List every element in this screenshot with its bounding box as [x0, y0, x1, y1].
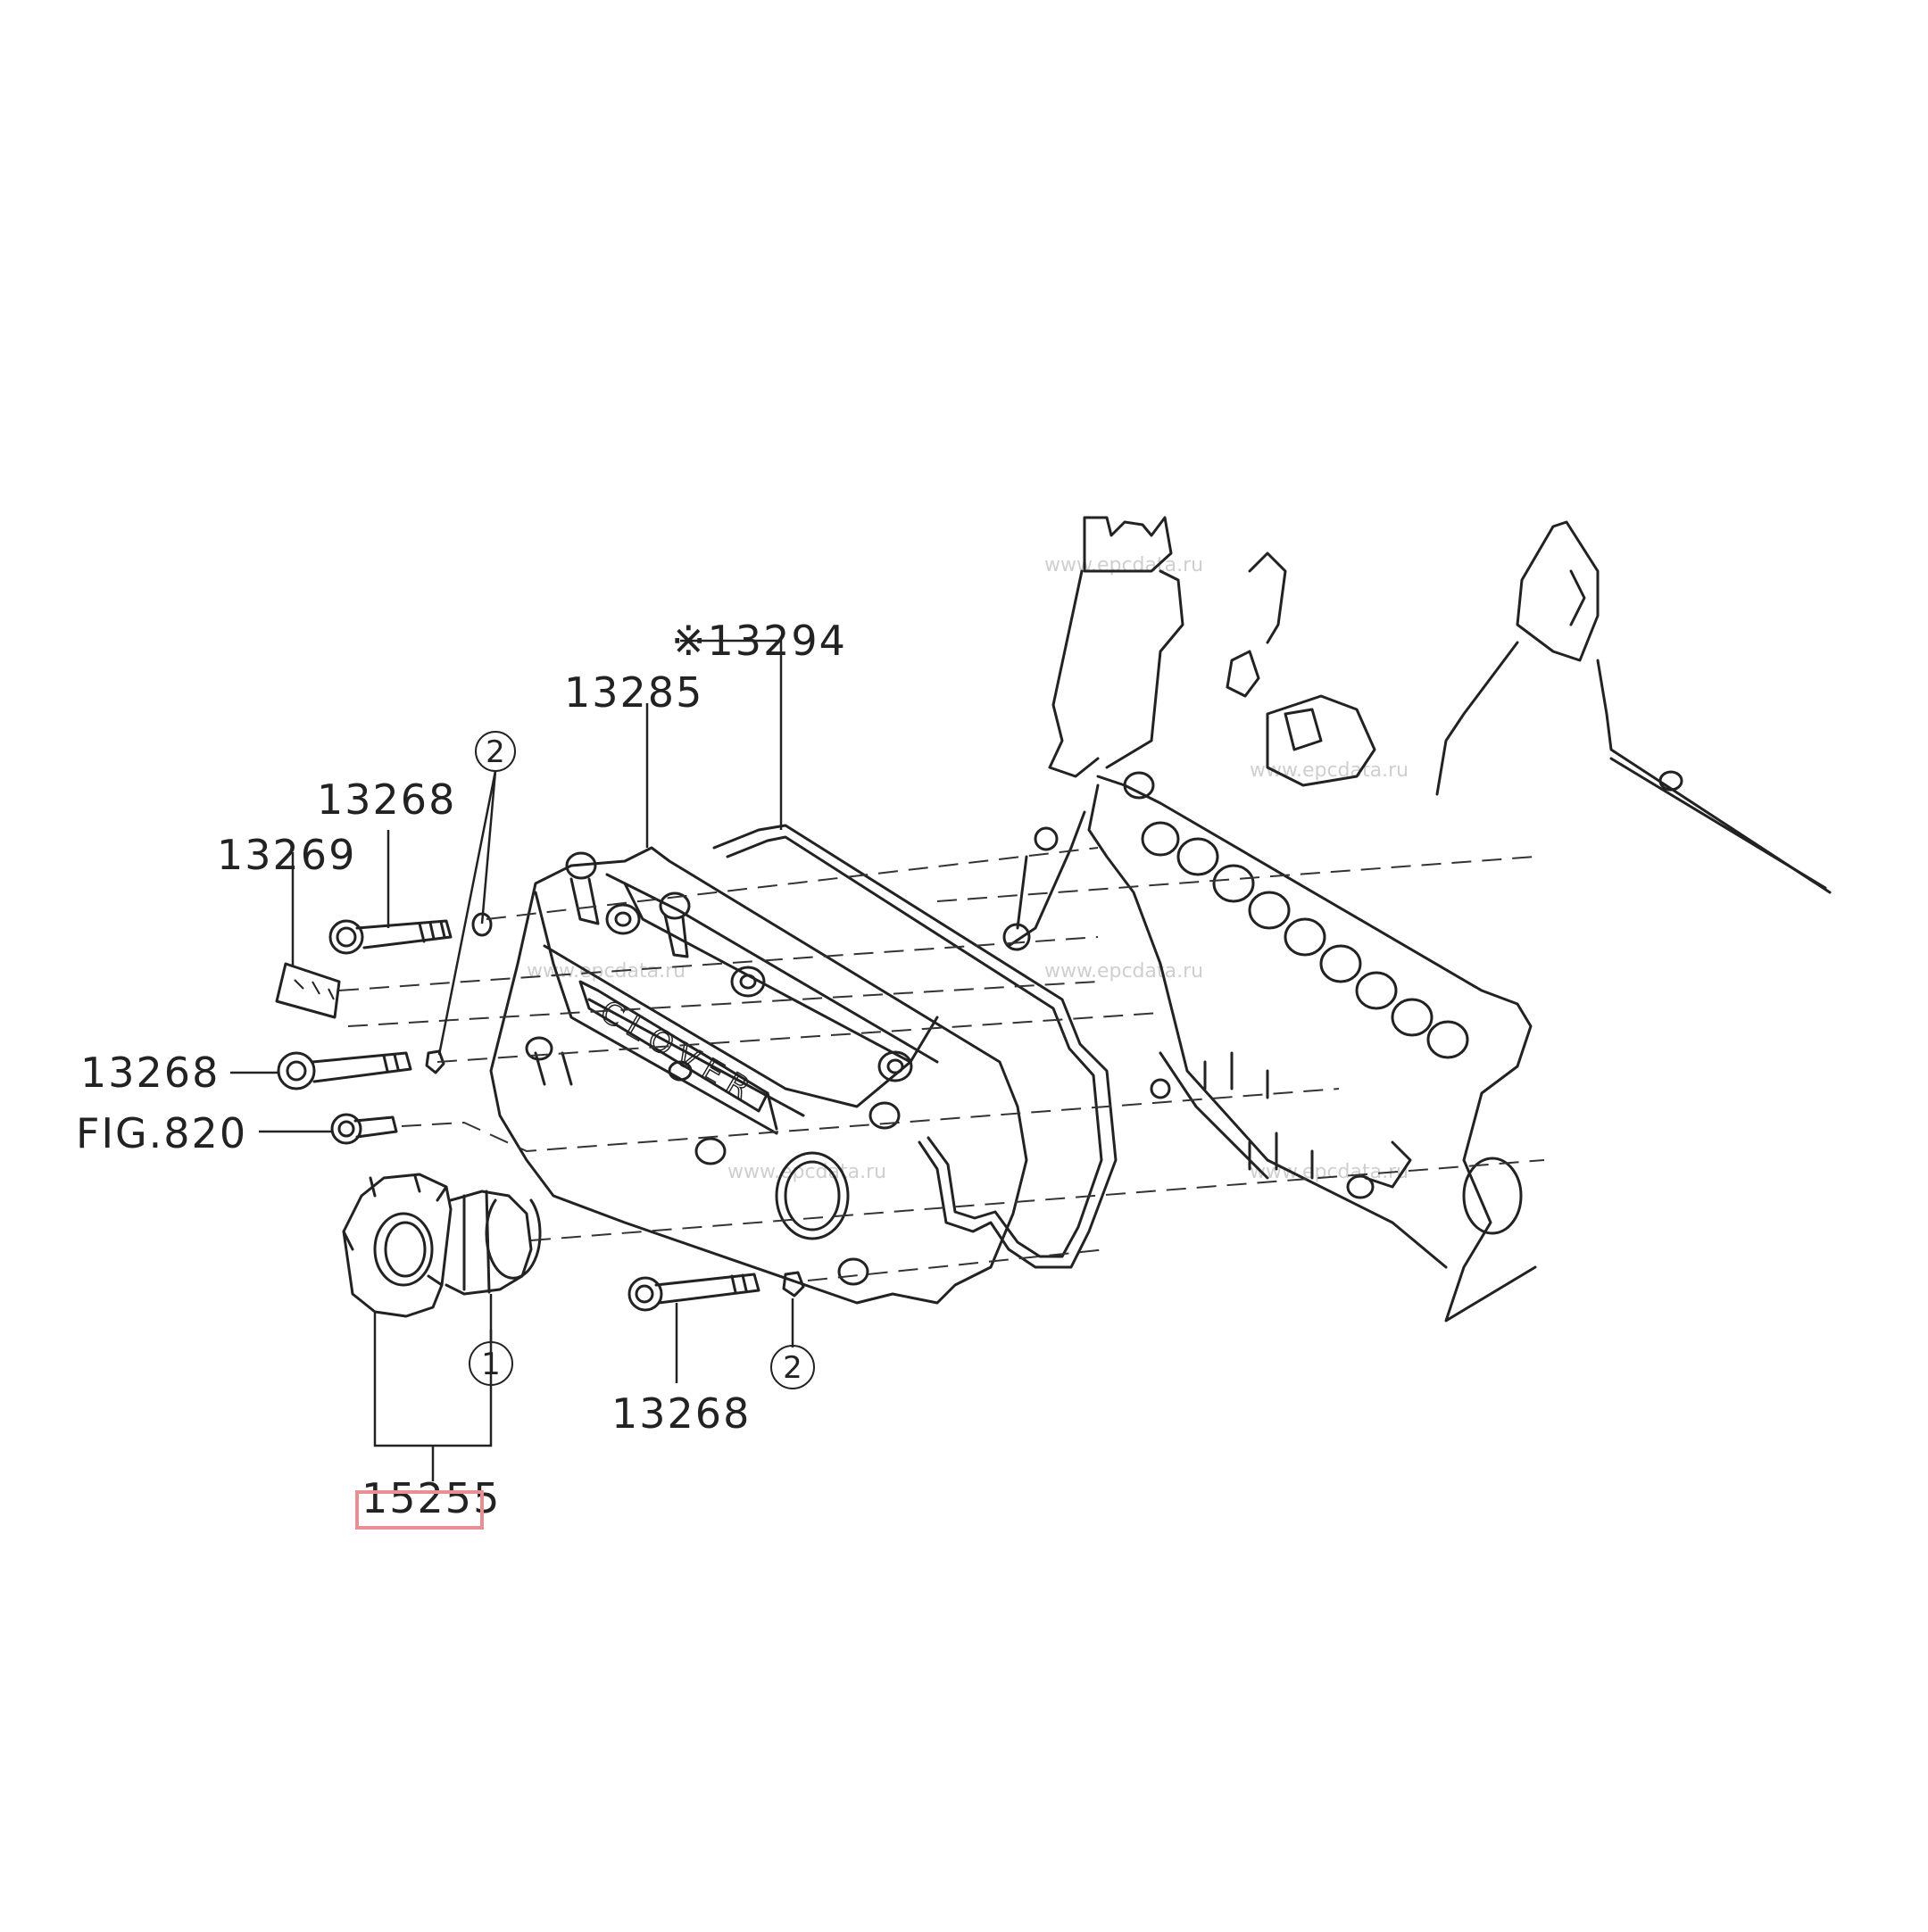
- highlight-box-15255: [355, 1490, 484, 1530]
- valve-cover-drawing: CLOVER: [489, 846, 1028, 1305]
- bolt-fig820: [330, 1113, 398, 1145]
- watermark-text: www.epcdata.ru: [1044, 960, 1203, 983]
- circled-index-1: 1: [469, 1341, 513, 1386]
- washer-2-mid: [425, 1049, 445, 1074]
- cover-clover-text: CLOVER: [594, 993, 764, 1112]
- callout-13268-mid[interactable]: 13268: [80, 1049, 220, 1097]
- watermark-text: www.epcdata.ru: [527, 960, 686, 983]
- washer-2-bottom: [782, 1271, 805, 1298]
- callout-13294[interactable]: ※13294: [671, 617, 847, 665]
- bolt-13268-top: [328, 919, 453, 955]
- callout-15255[interactable]: 15255: [362, 1474, 501, 1522]
- callout-13269[interactable]: 13269: [217, 831, 356, 879]
- watermark-text: www.epcdata.ru: [727, 1161, 886, 1183]
- cover-clover-logo: CLOVER: [594, 992, 764, 1112]
- label-plate-13269: [275, 962, 341, 1019]
- circled-index-2-bottom: 2: [770, 1345, 815, 1389]
- oil-filler-cap-drawing: [342, 1173, 542, 1318]
- circled-index-2-top: 2: [475, 731, 516, 772]
- engine-block-drawing: [1002, 516, 1832, 1323]
- bolt-13268-bottom: [627, 1273, 760, 1312]
- watermark-text: www.epcdata.ru: [1044, 554, 1203, 576]
- bolt-13268-mid: [277, 1051, 412, 1090]
- valve-cover-gasket-drawing: [712, 824, 1118, 1269]
- callout-13268-top[interactable]: 13268: [317, 775, 456, 824]
- circled-index-1-label: 1: [481, 1347, 501, 1382]
- circled-index-2-top-label: 2: [486, 734, 505, 770]
- callout-13268-bottom[interactable]: 13268: [611, 1389, 751, 1438]
- assembly-dashed-lines: [338, 847, 1545, 1281]
- leader-lines: [230, 639, 794, 1481]
- circled-index-2-bottom-label: 2: [783, 1350, 802, 1386]
- watermarks: www.epcdata.ru www.epcdata.ru www.epcdat…: [527, 554, 1409, 1183]
- callout-fig820[interactable]: FIG.820: [76, 1109, 247, 1157]
- callout-13285[interactable]: 13285: [564, 668, 703, 717]
- washer-2-top: [471, 912, 493, 937]
